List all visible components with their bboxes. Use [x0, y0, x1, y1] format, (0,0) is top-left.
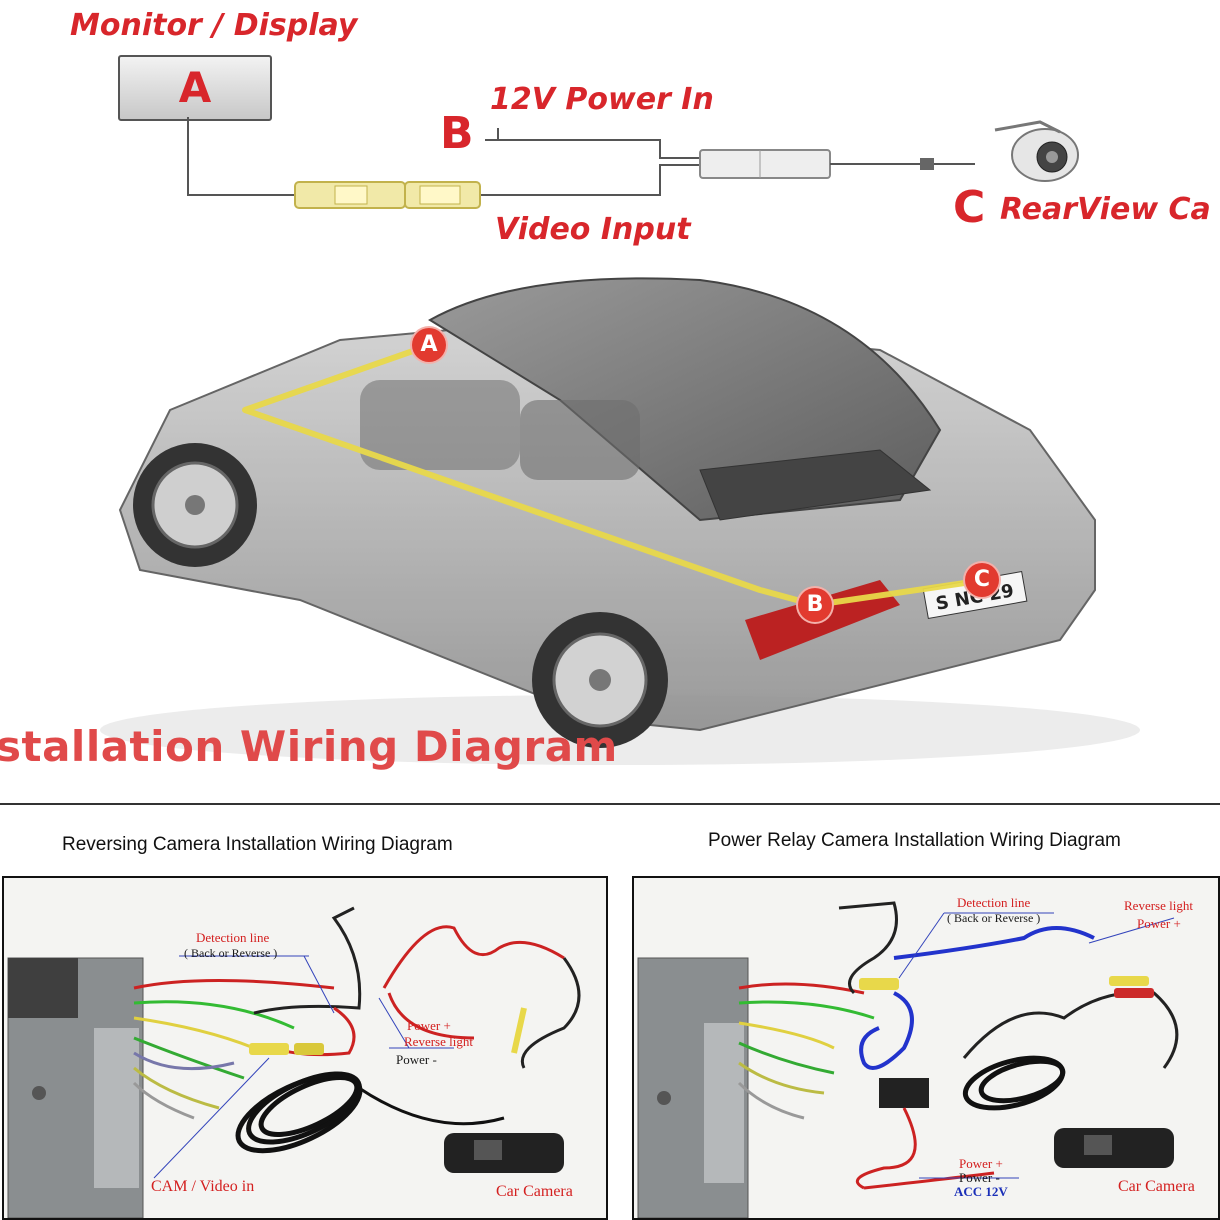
left-panel: Detection line ( Back or Reverse ) Power… [2, 876, 608, 1220]
harness-wires-left [132, 979, 335, 1120]
right-panel-title: Power Relay Camera Installation Wiring D… [708, 830, 1121, 851]
right-wiring-svg [637, 901, 1179, 1218]
car-wire-path [242, 342, 986, 608]
power-wire [485, 139, 700, 159]
right-power-plus: Power + [959, 1156, 1003, 1171]
left-back-or-reverse: ( Back or Reverse ) [184, 946, 278, 960]
monitor-letter: A [178, 63, 212, 112]
relay-box [879, 1078, 929, 1108]
video-wire [187, 117, 700, 196]
right-power-minus: Power - [959, 1170, 1000, 1185]
right-back-or-reverse: ( Back or Reverse ) [947, 911, 1041, 925]
left-panel-title: Reversing Camera Installation Wiring Dia… [62, 834, 453, 855]
left-wiring-svg [7, 906, 581, 1218]
right-detection-line: Detection line [957, 895, 1031, 910]
video-label: Video Input [495, 212, 691, 247]
letter-b: B [440, 108, 474, 159]
letter-c: C [953, 182, 986, 233]
car-badge-a: A [412, 328, 446, 362]
left-detection-line: Detection line [196, 930, 270, 945]
right-car-camera: Car Camera [1118, 1178, 1195, 1195]
rearview-camera-icon [994, 120, 1079, 182]
footer-title: stallation Wiring Diagram [0, 722, 618, 771]
power-label: 12V Power In [490, 82, 714, 117]
video-rca-right [859, 978, 899, 990]
rca-connector-2 [404, 181, 481, 209]
rear-wheel [532, 612, 668, 748]
left-cam-video-in: CAM / Video in [151, 1178, 255, 1195]
right-power-plus-top: Power + [1137, 916, 1181, 931]
right-panel: Detection line ( Back or Reverse ) Rever… [632, 876, 1220, 1220]
car-camera-right [1054, 1128, 1174, 1168]
car-illustration: S NC 29 [100, 277, 1140, 765]
left-power-minus: Power - [396, 1052, 437, 1067]
left-power-plus: Power + [407, 1018, 451, 1033]
head-unit-left [7, 957, 144, 1218]
head-unit-right [637, 957, 749, 1218]
coiled-cable-right [962, 1055, 1066, 1111]
car-badge-b: B [798, 588, 832, 622]
harness-wires-right [737, 982, 875, 1120]
monitor-label: Monitor / Display [70, 8, 358, 43]
right-acc-label: ACC 12V [954, 1184, 1008, 1199]
detection-wire-left [253, 906, 362, 1015]
front-wheel [133, 443, 257, 567]
monitor-box: A [118, 55, 272, 121]
camera-label: RearView Ca [1000, 192, 1211, 227]
left-reverse-light: Reverse light [404, 1034, 473, 1049]
section-divider [0, 803, 1220, 805]
coiled-cable-left [235, 1071, 363, 1154]
car-badge-c: C [965, 563, 999, 597]
camera-cable-connector [699, 149, 831, 179]
top-wiring-svg [187, 117, 1079, 209]
right-reverse-light: Reverse light [1124, 898, 1193, 913]
video-rca-left [249, 1043, 324, 1055]
car-camera-left [444, 1133, 564, 1173]
left-car-camera: Car Camera [496, 1183, 573, 1200]
rca-connector-1 [294, 181, 406, 209]
